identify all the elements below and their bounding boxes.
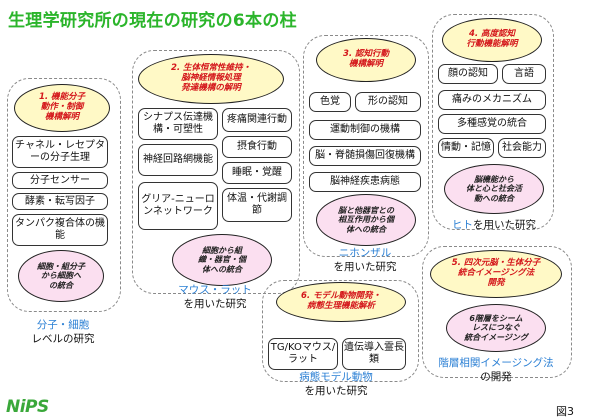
pillar-4-caption: ヒトを用いた研究 [452, 219, 536, 231]
pillar-3-caption: ニホンザル を用いた研究 [333, 247, 397, 274]
item-enzyme-transcription: 酵素・転写因子 [12, 193, 108, 210]
pillar-5-heading: 5. 四次元脳・生体分子統合イメージング法開発 [430, 250, 562, 298]
item-channel-receptor: チャネル・レセプターの分子生理 [12, 136, 108, 168]
item-glia-neuron: グリア-ニューロンネットワーク [138, 182, 218, 230]
pillar-3-integration: 脳と他器官との相互作用から個体への統合 [316, 194, 416, 246]
item-shape-recognition: 形の認知 [355, 92, 421, 112]
item-pain-behavior: 疼痛関連行動 [222, 108, 292, 132]
item-thermo-metabolism: 体温・代謝調節 [222, 188, 292, 222]
pillar-4-group [432, 14, 554, 230]
pillar-2-heading: 2. 生体恒常性維持・脳神経情報処理発達機構の解明 [138, 54, 284, 104]
pillar-2-integration: 細胞から組織・器官・個体への統合 [172, 234, 272, 286]
item-neuro-disease: 脳神経疾患病態 [309, 172, 421, 192]
pillar-3-heading: 3. 認知行動機構解明 [316, 38, 416, 82]
pillar-1-heading: 1. 機能分子動作・制御機構解明 [14, 84, 110, 132]
item-color-vision: 色覚 [309, 92, 351, 112]
pillar-5-group [422, 246, 572, 378]
item-neural-network: 神経回路網機能 [138, 144, 218, 176]
pillar-6-group [262, 280, 419, 382]
pillar-5-integration: 6階層をシームレスにつなぐ統合イメージング [446, 304, 546, 352]
item-sleep: 睡眠・覚醒 [222, 162, 292, 184]
item-motor-control: 運動制御の機構 [309, 120, 421, 140]
item-protein-complex: タンパク複合体の機能 [12, 214, 108, 246]
pillar-4-heading: 4. 高度認知行動機能解明 [442, 18, 542, 62]
item-tg-ko: TG/KOマウス/ラット [268, 338, 338, 370]
pillar-4-integration: 脳機能から体と心と社会活動への統合 [444, 164, 544, 214]
pillar-5-caption: 階層相関イメージング法 の開発 [438, 357, 554, 384]
item-synapse: シナプス伝達機構・可塑性 [138, 108, 218, 140]
pillar-1-integration: 細胞・組分子から細胞への統合 [18, 250, 104, 302]
item-emotion-memory: 情動・記憶 [438, 138, 494, 158]
pillar-1-group [7, 78, 121, 312]
pillar-2-group [132, 50, 300, 294]
pillar-6-heading: 6. モデル動物開発・病態生理機能解析 [276, 282, 406, 322]
item-multisensory: 多種感覚の統合 [438, 114, 546, 134]
pillar-6-caption: 病態モデル動物 を用いた研究 [299, 371, 373, 398]
item-language: 言語 [502, 64, 546, 84]
figure-label: 図3 [556, 405, 574, 418]
item-spinal-recovery: 脳・脊髄損傷回復機構 [309, 146, 421, 166]
pillar-3-group [303, 35, 429, 257]
pillar-2-caption: マウス・ラット を用いた研究 [178, 284, 252, 311]
item-pain-mechanism: 痛みのメカニズム [438, 90, 546, 110]
pillar-1-caption: 分子・細胞 レベルの研究 [31, 319, 95, 346]
nips-logo: NiPS [6, 397, 49, 417]
item-face-recognition: 顔の認知 [438, 64, 498, 84]
item-social-ability: 社会能力 [498, 138, 546, 158]
page-title: 生理学研究所の現在の研究の6本の柱 [8, 11, 297, 31]
item-transgenic-primate: 遺伝導入霊長類 [342, 338, 406, 370]
item-feeding: 摂食行動 [222, 136, 292, 158]
item-molecular-sensor: 分子センサー [12, 172, 108, 189]
